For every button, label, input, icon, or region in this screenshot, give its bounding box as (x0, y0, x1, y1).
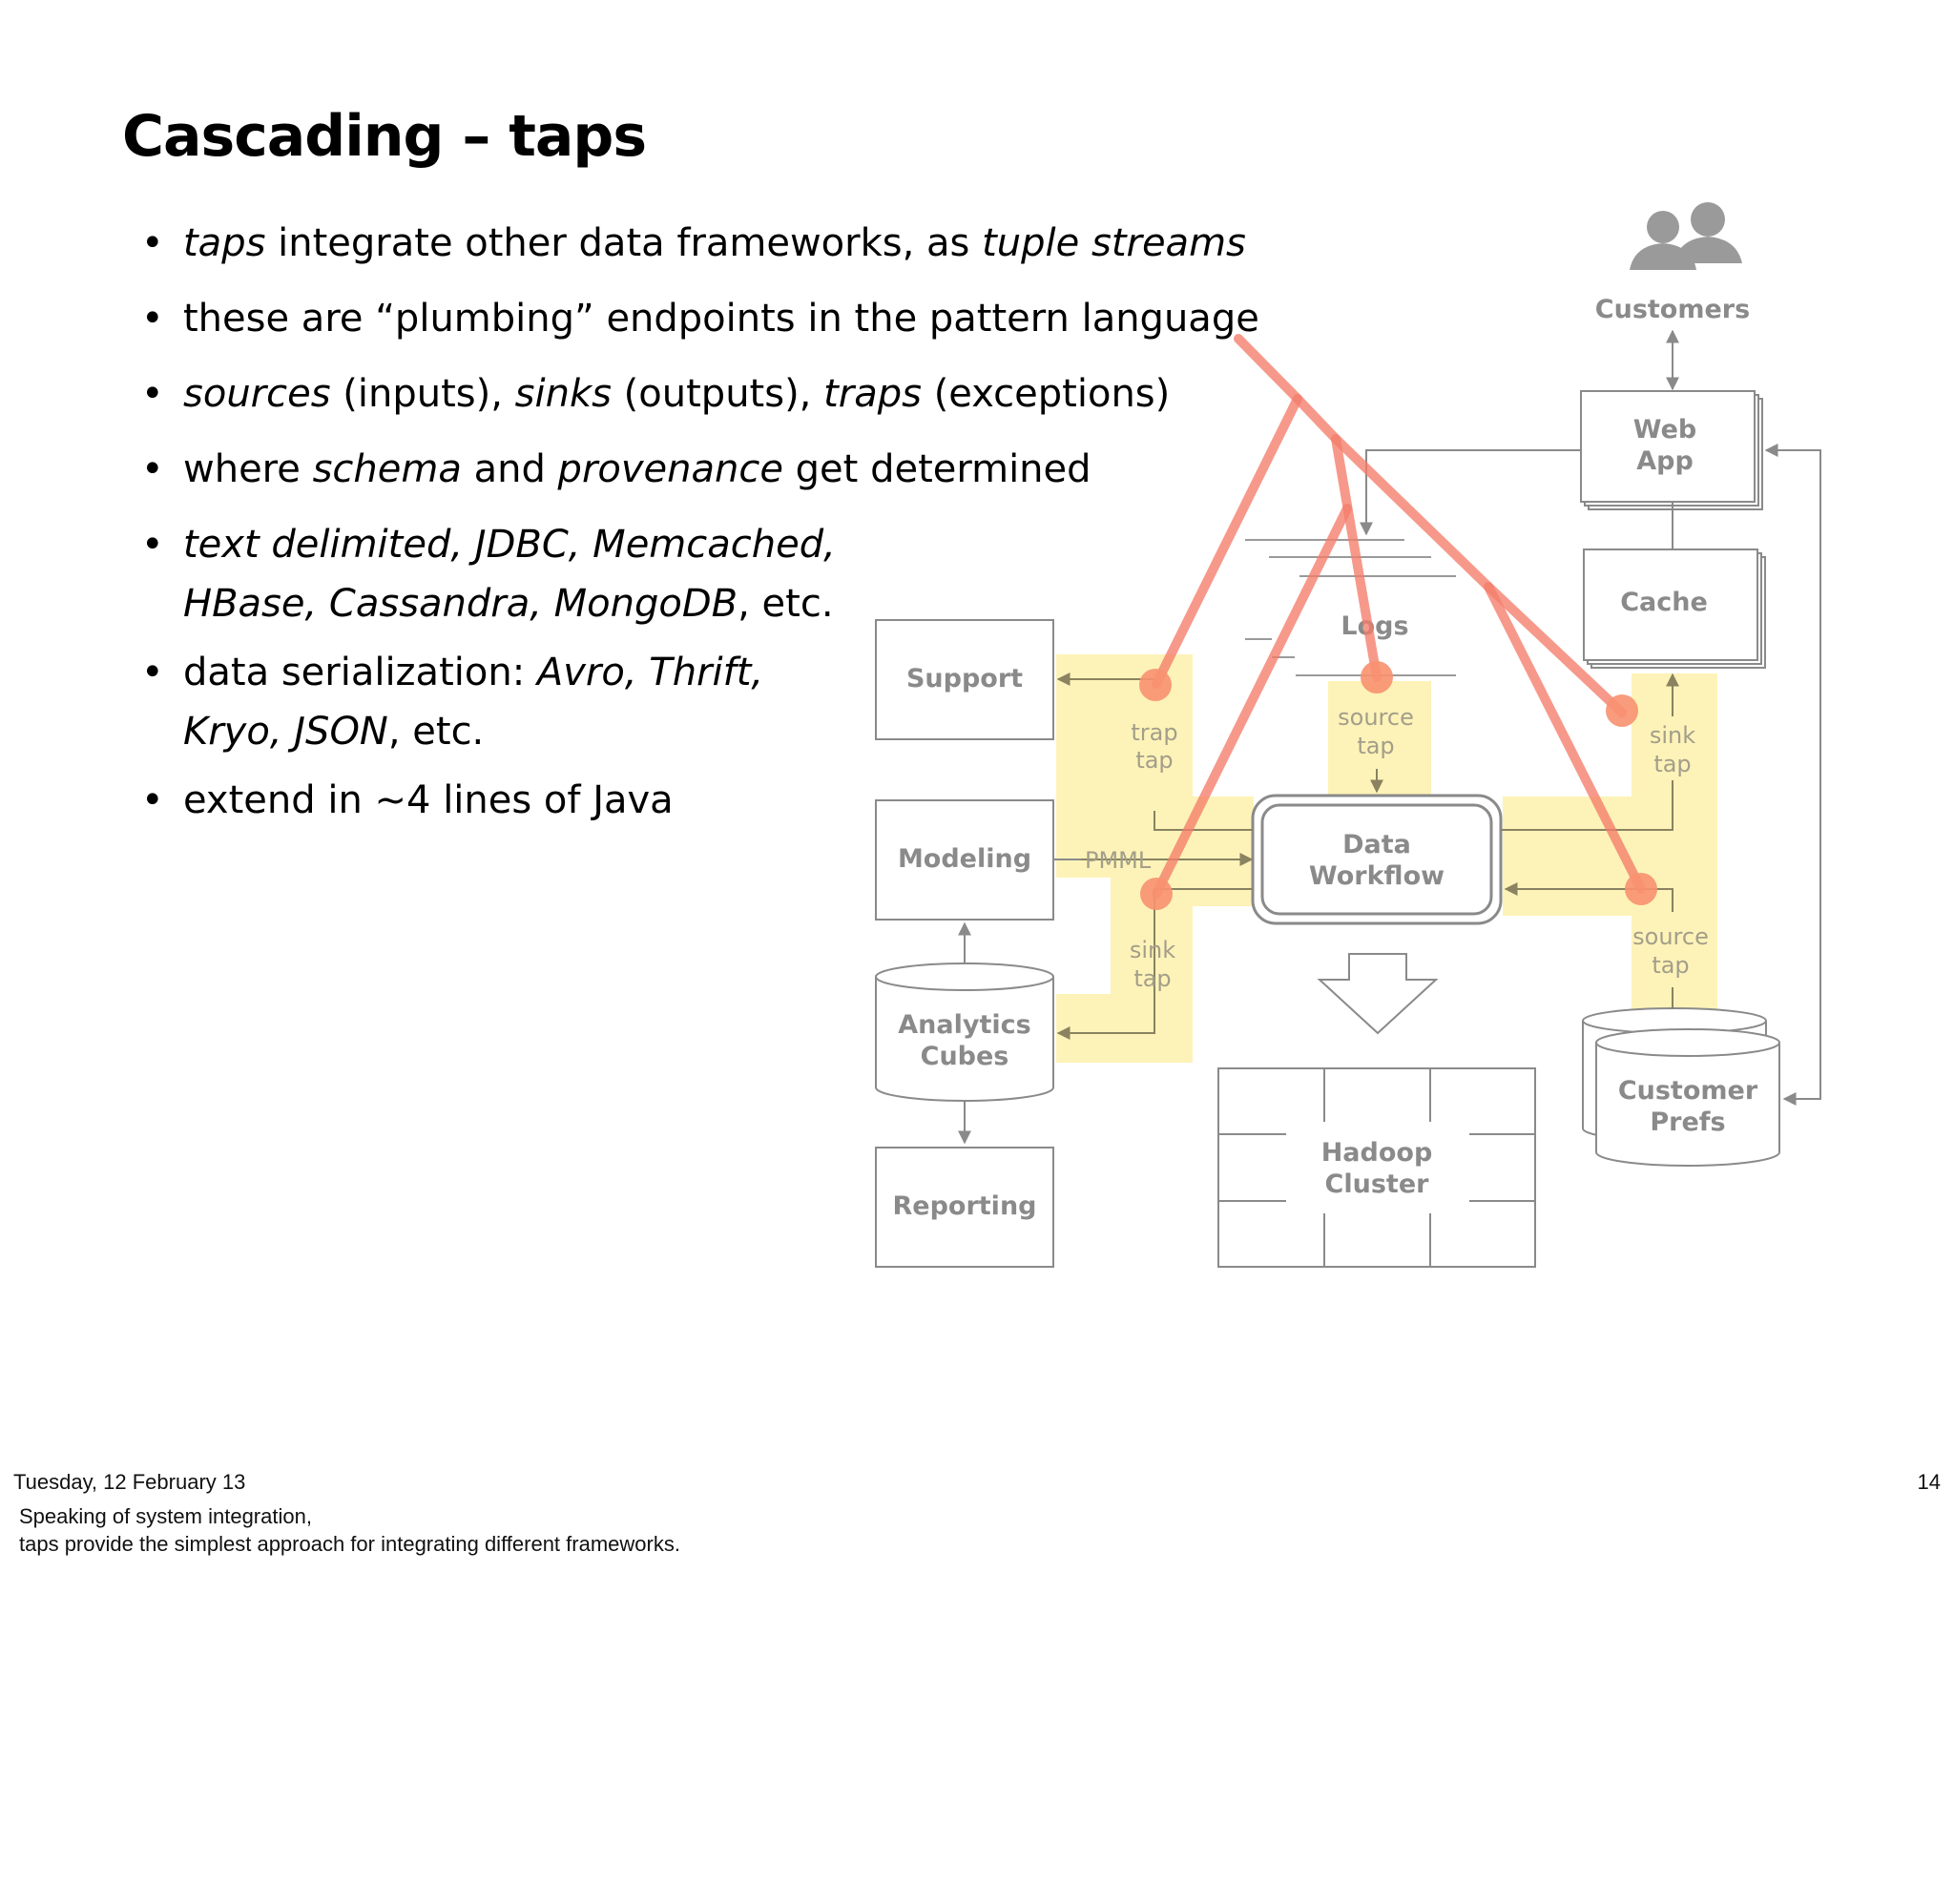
trap-tap-dot (1139, 669, 1172, 701)
source-tap-prefs-dot (1625, 873, 1657, 905)
svg-text:Reporting: Reporting (892, 1191, 1036, 1221)
support-node: Support (875, 619, 1054, 740)
sink-tap-cache-dot (1606, 694, 1638, 727)
tap-dots (1139, 661, 1657, 910)
customers-icon (1630, 202, 1742, 270)
cache-node: Cache (1583, 548, 1766, 669)
bullet-item: data serialization: Avro, Thrift,Kryo, J… (141, 643, 1259, 761)
svg-text:Cache: Cache (1620, 588, 1708, 617)
speaker-notes-line-1: Speaking of system integration, (19, 1504, 312, 1528)
tap-connectors (1053, 673, 1679, 1040)
footer-date: Tuesday, 12 February 13 (13, 1470, 246, 1494)
modeling-node: Modeling (875, 799, 1054, 921)
speaker-notes-line-2: taps provide the simplest approach for i… (19, 1532, 680, 1556)
bullet-item: taps integrate other data frameworks, as… (141, 214, 1259, 273)
logs-label: Logs (1341, 611, 1408, 641)
svg-text:Support: Support (906, 664, 1023, 693)
sink-tap-cubes-dot (1140, 878, 1173, 910)
annotation-lines (1152, 334, 1646, 899)
bullet-item: extend in ~4 lines of Java (141, 771, 1259, 830)
pmml-label: PMML (1085, 847, 1152, 874)
bullet-item: sources (inputs), sinks (outputs), traps… (141, 364, 1259, 424)
svg-text:Modeling: Modeling (898, 844, 1031, 874)
bullet-item: these are “plumbing” endpoints in the pa… (141, 289, 1259, 348)
reporting-node: Reporting (875, 1147, 1054, 1268)
bullet-item: text delimited, JDBC, Memcached,HBase, C… (141, 515, 1259, 633)
down-arrow-icon (1317, 953, 1439, 1035)
customers-label: Customers (1595, 295, 1750, 324)
slide-title: Cascading – taps (122, 103, 647, 170)
bullet-item: where schema and provenance get determin… (141, 440, 1259, 499)
page-number: 14 (1917, 1470, 1941, 1494)
source-tap-logs-dot (1361, 661, 1393, 693)
bullet-list: taps integrate other data frameworks, as… (141, 214, 1259, 846)
